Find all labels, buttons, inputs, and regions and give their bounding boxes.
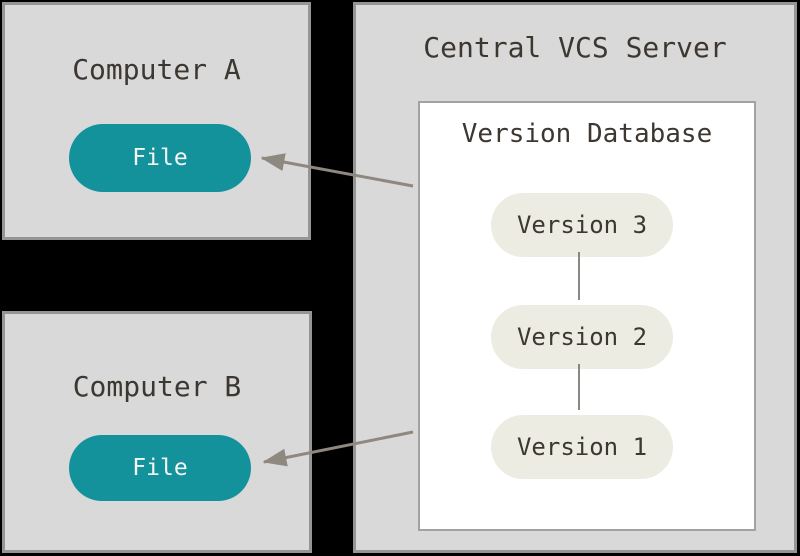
computer-a-title: Computer A [72, 53, 241, 86]
computer-b-file-pill: File [69, 435, 251, 501]
computer-b-box: Computer B File [2, 311, 312, 553]
version-database-title: Version Database [461, 119, 713, 149]
central-vcs-server-title: Central VCS Server [423, 31, 727, 64]
version-database-box: Version Database Version 3 Version 2 Ver… [418, 101, 756, 531]
version-2-pill: Version 2 [491, 305, 673, 369]
version-2-label: Version 2 [516, 323, 648, 351]
computer-a-box: Computer A File [2, 2, 311, 240]
computer-b-file-label: File [132, 455, 188, 481]
version-1-pill: Version 1 [491, 415, 673, 479]
version-3-pill: Version 3 [491, 193, 673, 257]
central-vcs-server-box: Central VCS Server Version Database Vers… [353, 2, 797, 553]
version-1-label: Version 1 [516, 433, 648, 461]
version-3-label: Version 3 [516, 211, 648, 239]
computer-a-file-label: File [132, 145, 188, 171]
computer-b-title: Computer B [72, 370, 242, 403]
computer-a-file-pill: File [69, 124, 251, 192]
